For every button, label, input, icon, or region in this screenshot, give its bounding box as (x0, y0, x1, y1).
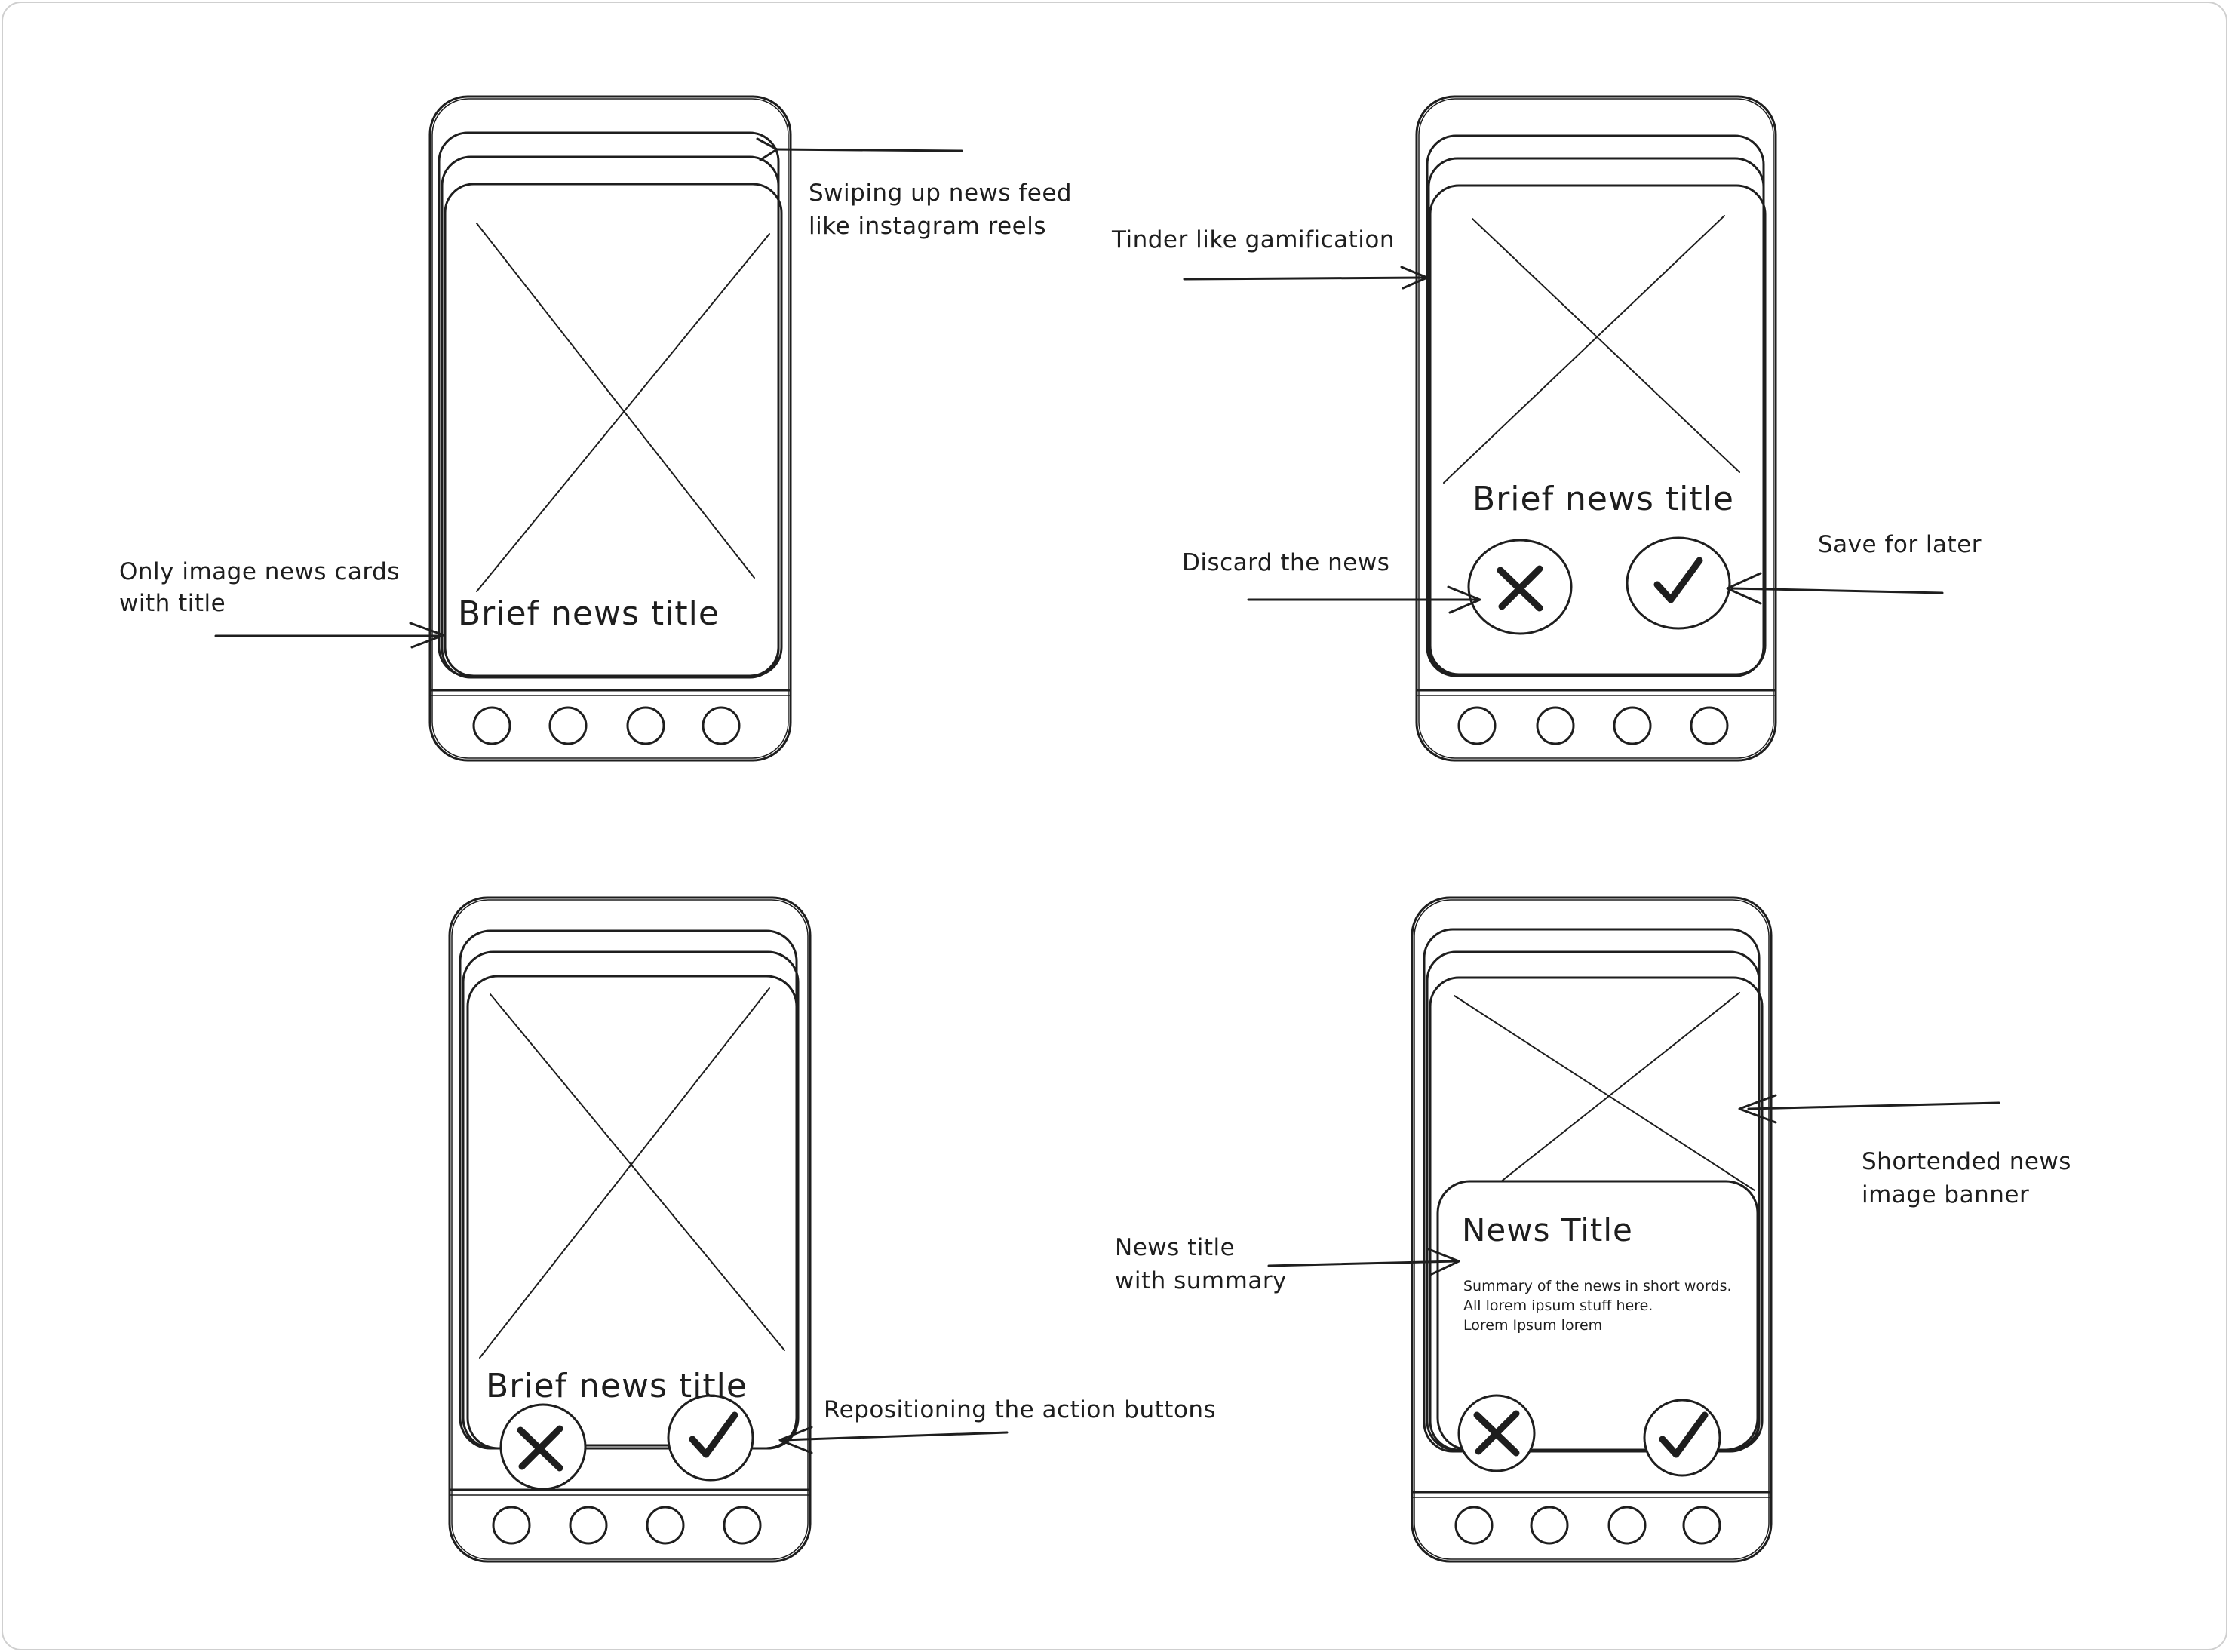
nav-button-1[interactable] (492, 1506, 531, 1545)
arrow-2-save (1730, 587, 1944, 594)
news-title: News Title (1462, 1211, 1633, 1248)
annotation-discard: Discard the news (1182, 549, 1390, 576)
arrow-4-title (1267, 1260, 1457, 1267)
nav-button-1[interactable] (1457, 706, 1497, 745)
summary-line1: Summary of the news in short words. (1463, 1278, 1732, 1294)
discard-button[interactable] (1457, 1394, 1536, 1472)
nav-button-3[interactable] (1613, 706, 1652, 745)
annotation-title-summary-line2: with summary (1115, 1267, 1287, 1294)
summary-line3: Lorem Ipsum lorem (1463, 1317, 1603, 1334)
nav-button-1[interactable] (1454, 1506, 1494, 1545)
annotation-reposition: Repositioning the action buttons (824, 1396, 1217, 1423)
nav-button-2[interactable] (548, 706, 588, 745)
news-card[interactable] (1429, 184, 1767, 676)
annotation-gamification: Tinder like gamification (1112, 226, 1395, 253)
annotation-image-cards-line1: Only image news cards (119, 558, 400, 585)
annotation-swipe-line2: like instagram reels (809, 213, 1047, 240)
nav-button-4[interactable] (723, 1506, 762, 1545)
nav-button-1[interactable] (472, 706, 511, 745)
nav-button-4[interactable] (702, 706, 741, 745)
save-button[interactable] (1626, 536, 1731, 630)
annotation-banner-line1: Shortended news (1862, 1148, 2071, 1175)
phone-1 (428, 95, 792, 762)
card-title: Brief news title (486, 1367, 748, 1405)
card-title: Brief news title (1472, 480, 1734, 518)
annotation-save: Save for later (1818, 531, 1982, 558)
phone-4 (1411, 896, 1773, 1563)
nav-button-2[interactable] (1530, 1506, 1569, 1545)
arrow-3-reposition (781, 1431, 1009, 1442)
nav-button-2[interactable] (1536, 706, 1575, 745)
nav-button-3[interactable] (626, 706, 665, 745)
news-summary-card[interactable] (1436, 1180, 1759, 1451)
news-card[interactable] (444, 183, 783, 677)
discard-button[interactable] (499, 1403, 587, 1491)
annotation-banner-line2: image banner (1862, 1181, 2030, 1208)
summary-line2: All lorem ipsum stuff here. (1463, 1297, 1653, 1314)
x-mark-icon (1500, 569, 1540, 608)
card-title: Brief news title (458, 594, 720, 633)
nav-button-2[interactable] (569, 1506, 608, 1545)
phone-2 (1415, 95, 1777, 762)
save-button[interactable] (1643, 1399, 1721, 1477)
news-card[interactable] (466, 975, 798, 1450)
check-mark-icon (1657, 560, 1699, 600)
arrow-1-top (774, 148, 963, 152)
discard-button[interactable] (1467, 539, 1573, 635)
arrow-2-gamification (1183, 276, 1426, 281)
nav-button-4[interactable] (1682, 1506, 1721, 1545)
annotation-swipe-line1: Swiping up news feed (809, 180, 1073, 207)
nav-button-3[interactable] (646, 1506, 685, 1545)
nav-button-4[interactable] (1690, 706, 1729, 745)
annotation-title-summary-line1: News title (1115, 1234, 1236, 1261)
nav-button-3[interactable] (1607, 1506, 1647, 1545)
annotation-image-cards-line2: with title (119, 590, 226, 617)
arrow-4-banner (1747, 1101, 2000, 1110)
phone-3 (448, 896, 812, 1563)
save-button[interactable] (667, 1394, 754, 1482)
